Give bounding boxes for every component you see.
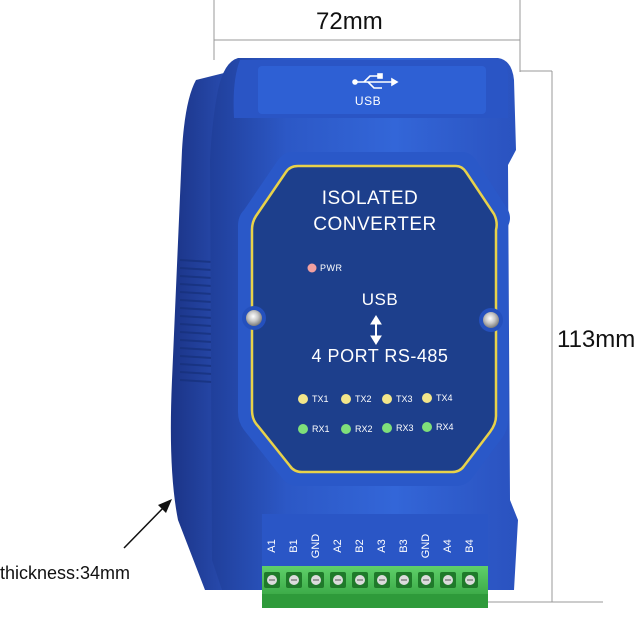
terminal-label-a1: A1 (266, 539, 278, 553)
bidirectional-arrow-icon (370, 315, 382, 345)
tx3-led (382, 394, 392, 404)
rx2-label: RX2 (355, 424, 373, 434)
rx2-led (341, 424, 351, 434)
terminal-label-a2: A2 (332, 539, 344, 553)
terminal-label-b2: B2 (354, 539, 366, 553)
tx4-label: TX4 (436, 393, 453, 403)
tx2-label: TX2 (355, 394, 372, 404)
terminal-label-a3: A3 (376, 539, 388, 553)
width-dimension: 72mm (316, 8, 383, 35)
pwr-led (307, 263, 317, 273)
tx2-led (341, 394, 351, 404)
terminal-label-a4: A4 (442, 539, 454, 553)
title-line-1: ISOLATED (321, 188, 419, 209)
rx3-label: RX3 (396, 423, 414, 433)
terminal-housing (262, 514, 488, 572)
pwr-label: PWR (320, 263, 343, 273)
rx1-label: RX1 (312, 424, 330, 434)
tx1-led (298, 394, 308, 404)
interface-bottom-label: 4 PORT RS-485 (311, 346, 449, 366)
tx1-label: TX1 (312, 394, 329, 404)
rx1-led (298, 424, 308, 434)
usb-port-label: USB (354, 94, 382, 108)
interface-top-label: USB (361, 290, 399, 309)
rx4-led (422, 422, 432, 432)
thickness-dimension: thickness:34mm (0, 563, 131, 583)
rx3-led (382, 423, 392, 433)
thickness-arrow (123, 499, 172, 549)
height-dimension: 113mm (557, 326, 636, 353)
usb-symbol-icon (352, 73, 399, 89)
dimension-lines (213, 0, 603, 603)
terminal-label-b3: B3 (398, 539, 410, 553)
tx4-led (422, 393, 432, 403)
terminal-label-gnd1: GND (310, 533, 322, 559)
terminal-label-b4: B4 (464, 539, 476, 553)
tx3-label: TX3 (396, 394, 413, 404)
rx4-label: RX4 (436, 422, 454, 432)
terminal-label-b1: B1 (288, 539, 300, 553)
title-line-2: CONVERTER (313, 214, 437, 235)
terminal-label-gnd2: GND (420, 533, 432, 559)
